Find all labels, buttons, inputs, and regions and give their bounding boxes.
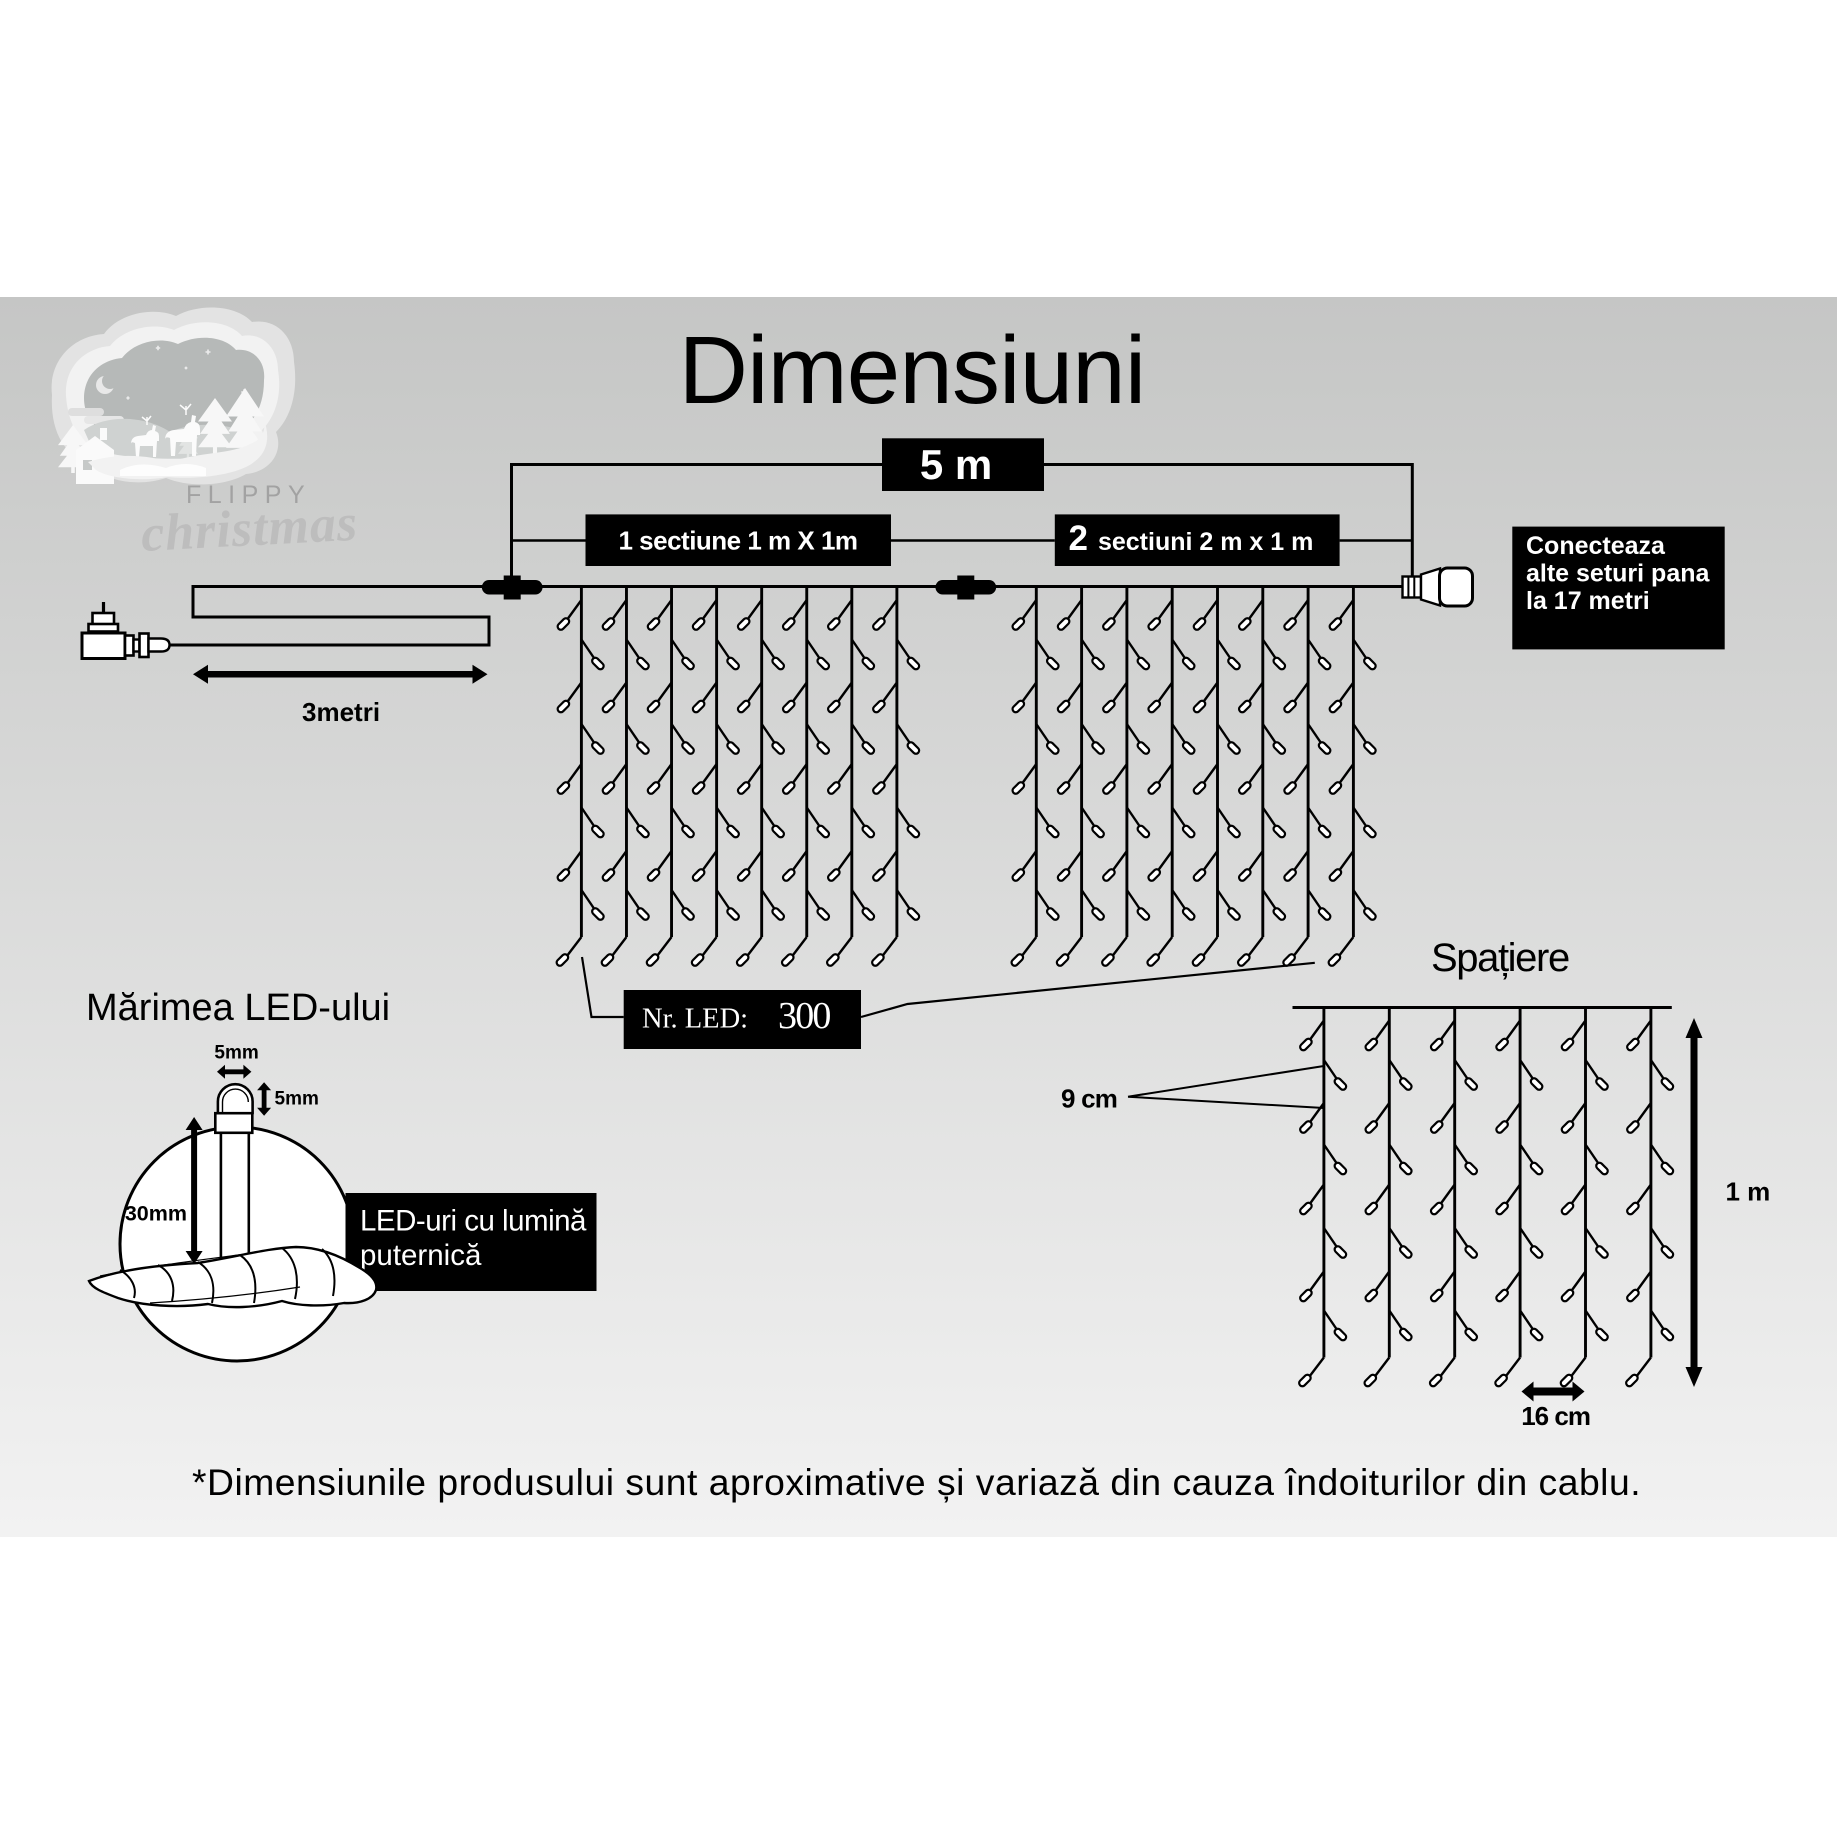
svg-text:5mm: 5mm — [214, 1043, 258, 1064]
svg-text:LED-uri cu lumină: LED-uri cu lumină — [360, 1205, 587, 1238]
svg-text:*Dimensiunile produsului sunt: *Dimensiunile produsului sunt aproximati… — [192, 1461, 1641, 1503]
svg-text:FLIPPY: FLIPPY — [186, 481, 311, 509]
svg-text:9 cm: 9 cm — [1061, 1084, 1117, 1114]
svg-text:Mărimea LED-ului: Mărimea LED-ului — [86, 987, 390, 1029]
svg-text:3metri: 3metri — [302, 697, 380, 727]
svg-text:Dimensiuni: Dimensiuni — [679, 317, 1146, 424]
svg-text:1 sectiune 1 m X 1m: 1 sectiune 1 m X 1m — [618, 526, 857, 556]
svg-text:Spațiere: Spațiere — [1431, 936, 1569, 980]
svg-text:alte seturi pana: alte seturi pana — [1526, 560, 1710, 588]
svg-text:puternică: puternică — [360, 1239, 482, 1272]
svg-text:christmas: christmas — [140, 495, 360, 563]
svg-text:30mm: 30mm — [125, 1202, 187, 1226]
svg-text:300: 300 — [778, 995, 830, 1037]
svg-text:1 m: 1 m — [1726, 1177, 1771, 1207]
svg-text:la 17 metri: la 17 metri — [1526, 587, 1650, 615]
svg-text:5mm: 5mm — [275, 1089, 319, 1110]
svg-text:Conecteaza: Conecteaza — [1526, 532, 1666, 560]
svg-text:5 m: 5 m — [920, 441, 992, 488]
svg-text:16 cm: 16 cm — [1521, 1401, 1590, 1431]
svg-text:Nr. LED:: Nr. LED: — [642, 1004, 748, 1035]
